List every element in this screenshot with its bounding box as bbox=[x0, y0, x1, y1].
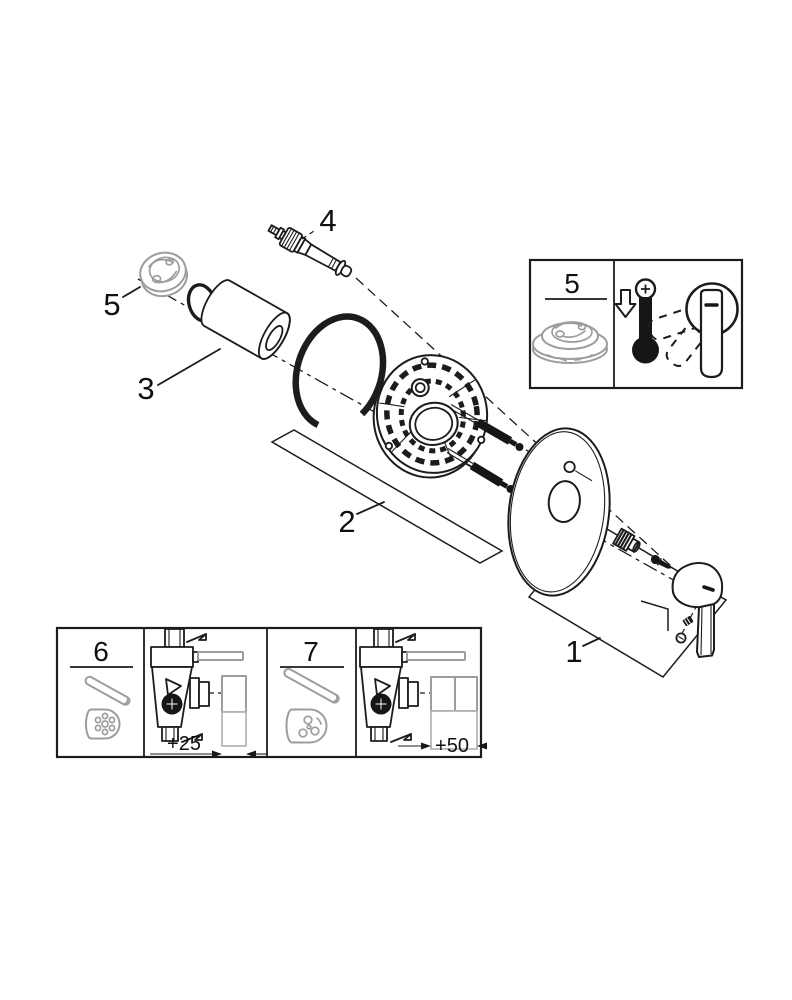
grub-screw bbox=[682, 616, 694, 626]
callouts: 1 2 3 4 5 bbox=[103, 203, 582, 669]
thermometer-icon bbox=[632, 278, 659, 364]
handle-screw bbox=[650, 555, 672, 569]
callout-2: 2 bbox=[338, 504, 355, 539]
plug-screw bbox=[675, 632, 687, 644]
valve-section-50: +50 bbox=[359, 628, 487, 757]
extension-rod-icon bbox=[84, 675, 131, 706]
svg-text:+25: +25 bbox=[167, 733, 201, 755]
inset-6-number: 6 bbox=[93, 636, 109, 667]
cap-limiter-icon bbox=[532, 321, 608, 364]
down-arrow-icon bbox=[614, 289, 637, 318]
callout-3: 3 bbox=[137, 371, 154, 406]
group-plane-2 bbox=[270, 429, 504, 564]
adapter-nut bbox=[612, 527, 641, 553]
valve-section-25: +25 bbox=[150, 628, 266, 758]
retaining-ring bbox=[292, 313, 387, 428]
extension-sleeve-icon bbox=[85, 708, 121, 740]
callout-4: 4 bbox=[319, 203, 336, 238]
inset-7-number: 7 bbox=[303, 636, 319, 667]
inset-5-number: 5 bbox=[564, 268, 580, 299]
fixing-screw-upper bbox=[449, 404, 524, 451]
part-3-sleeve bbox=[200, 279, 291, 360]
extension-sleeve-long-icon bbox=[285, 708, 328, 744]
inset-extensions: 6 bbox=[55, 626, 487, 759]
svg-text:+50: +50 bbox=[435, 735, 469, 757]
callout-5: 5 bbox=[103, 287, 120, 322]
callout-1: 1 bbox=[565, 634, 582, 669]
lever-handle bbox=[671, 562, 724, 658]
inset-temperature-limit: 5 bbox=[528, 258, 744, 390]
part-5-temperature-cap bbox=[139, 251, 189, 298]
escutcheon-plate bbox=[507, 427, 611, 597]
mounting-plate bbox=[372, 354, 489, 479]
dim-50: +50 bbox=[398, 735, 487, 757]
lever-rotation-icon bbox=[648, 282, 739, 379]
part-4-spindle bbox=[267, 224, 353, 278]
dim-25: +25 bbox=[150, 733, 266, 758]
extension-rod-long-icon bbox=[283, 667, 340, 704]
